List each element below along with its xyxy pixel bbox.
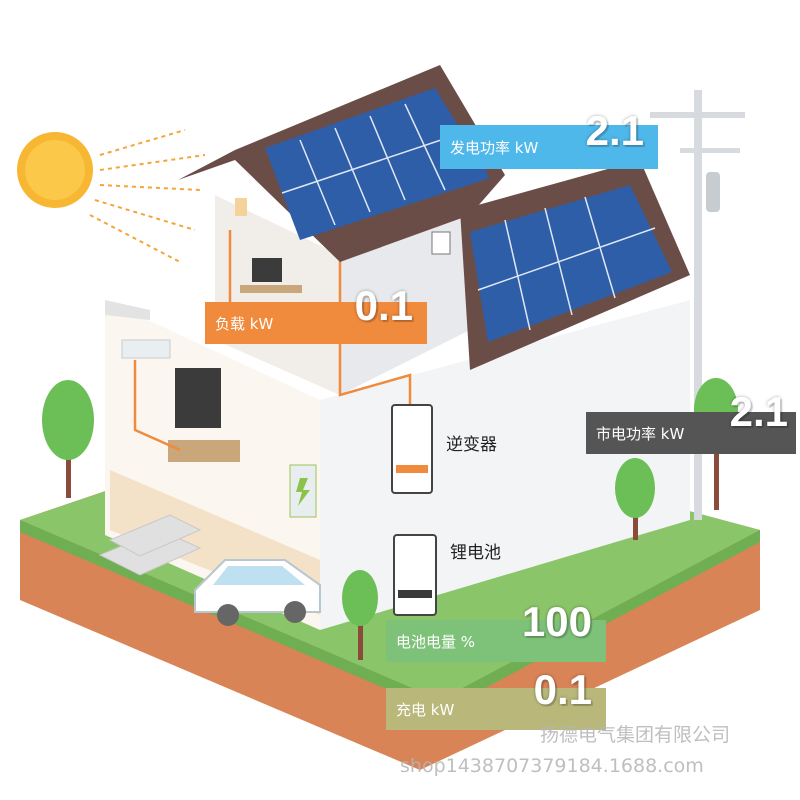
- load-value: 0.1: [354, 282, 413, 329]
- roof-lower: [460, 160, 690, 370]
- grid-power-badge: 市电功率 kW 2.1: [586, 388, 796, 454]
- charge-badge: 充电 kW 0.1: [386, 666, 606, 730]
- load-badge: 负载 kW 0.1: [205, 282, 427, 344]
- grid-power-label: 市电功率 kW: [596, 424, 685, 443]
- tv: [175, 368, 221, 428]
- charge-value: 0.1: [533, 666, 592, 713]
- stairs: [98, 514, 202, 576]
- utility-pole: [650, 90, 745, 520]
- monitor: [252, 258, 282, 282]
- bolt-icon: [296, 478, 310, 506]
- solar-panel-grid: [281, 103, 656, 331]
- tv-cabinet: [168, 440, 240, 462]
- generation-power-label: 发电功率 kW: [450, 138, 539, 157]
- roof-upper: [178, 65, 505, 262]
- battery-label: 锂电池: [450, 543, 501, 563]
- meter-box: [431, 231, 451, 255]
- load-label: 负载 kW: [215, 314, 274, 333]
- tree-front: [342, 570, 378, 660]
- battery-level-value: 100: [521, 598, 592, 645]
- desk: [240, 285, 302, 293]
- battery-level-badge: 电池电量 % 100: [386, 598, 606, 662]
- air-conditioner: [121, 339, 171, 359]
- watermark-company: 扬德电气集团有限公司: [540, 724, 731, 746]
- watermark-shop: shop1438707379184.1688.com: [400, 755, 704, 777]
- inverter-label: 逆变器: [446, 435, 497, 455]
- grid-power-value: 2.1: [729, 388, 788, 435]
- inverter-unit: [391, 404, 433, 494]
- charge-label: 充电 kW: [396, 700, 455, 719]
- tree-left: [42, 380, 94, 498]
- sun-rays: [89, 129, 206, 263]
- generation-power-value: 2.1: [585, 107, 644, 154]
- wall-lamp: [235, 198, 247, 216]
- sun-icon: [17, 132, 93, 208]
- generation-power-badge: 发电功率 kW 2.1: [440, 107, 658, 169]
- battery-unit: [393, 534, 437, 616]
- car: [194, 559, 321, 626]
- battery-level-label: 电池电量 %: [396, 632, 476, 651]
